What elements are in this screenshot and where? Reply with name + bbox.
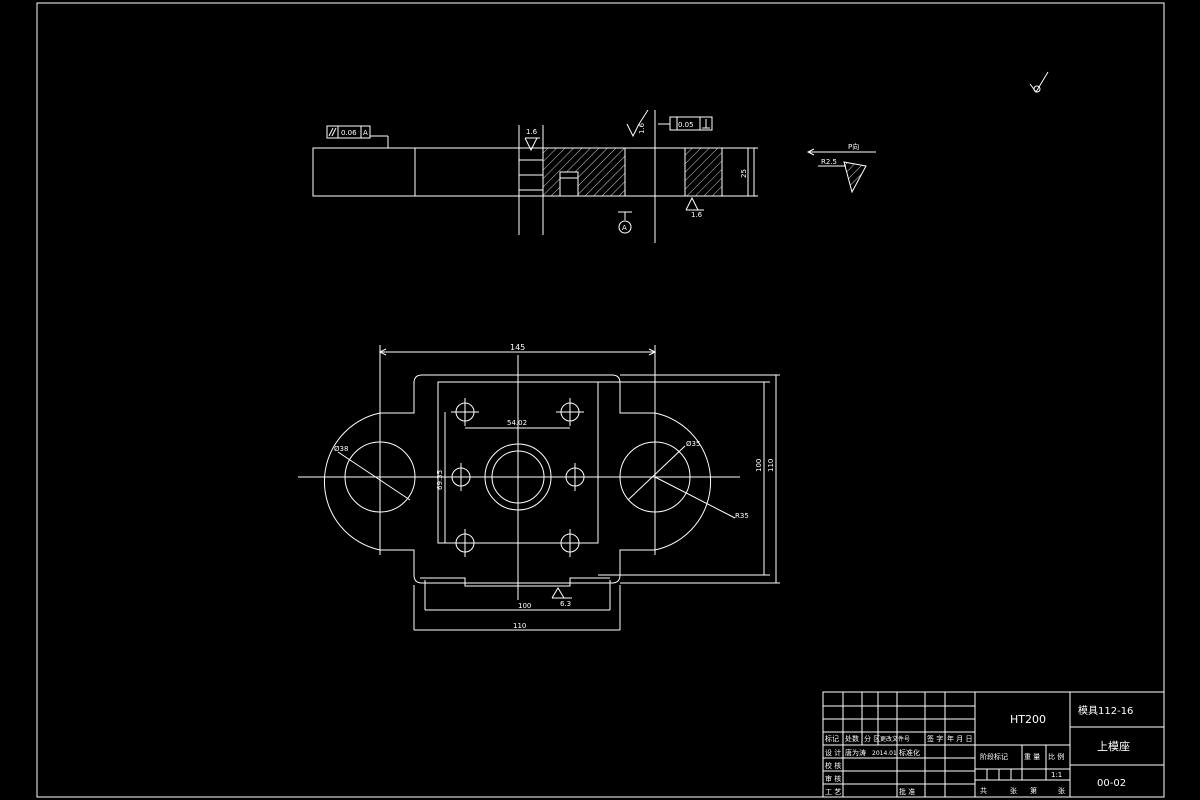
roughness-3-label: 6.3 [560,600,571,608]
dim-dia35-label: Ø35 [686,440,700,448]
tb-sheets-page: 第 [1030,786,1037,795]
dim-100-label: 100 [518,602,531,610]
tb-material: HT200 [1010,713,1046,726]
tb-header-sign: 签 字 [927,734,943,743]
tb-stage-marks: 阶段标记 [980,752,1008,761]
tb-check-label: 校 核 [825,761,841,770]
gdt-parallel-frame: 0.06 A [326,125,371,139]
roughness-1-label: 1.6 [526,128,538,136]
section-view [312,109,758,243]
roughness-4-label: 1.6 [691,211,703,219]
tb-sheets-total: 共 [980,786,987,795]
tb-approve-label: 批 准 [899,787,915,796]
tb-sheets-unit1: 张 [1010,786,1017,795]
gdt-parallel-datum: A [363,129,368,137]
tb-design-label: 设 计 [825,748,841,757]
detail-p-view [806,148,876,194]
dim-145-label: 145 [510,343,525,352]
tb-sheets-unit2: 张 [1058,786,1065,795]
tb-designer-name: 唐为涛 [845,748,866,757]
gdt-parallel-value: 0.06 [341,129,357,137]
tb-audit-label: 审 核 [825,774,841,783]
tb-design-date: 2014.01 [872,750,897,757]
thickness-dim-label: 25 [740,169,748,178]
tb-part-name: 上模座 [1097,739,1130,753]
tb-header-date: 年 月 日 [947,734,972,743]
tb-header-mark: 标记 [825,734,839,743]
plan-view [298,345,780,631]
detail-radius-label: R2.5 [821,158,837,166]
tb-header-file: 更改文件号 [880,735,910,743]
dim-110v-label: 110 [767,459,775,472]
dim-r35-label: R35 [735,512,749,520]
dim-6935-label: 69.35 [436,470,444,490]
tb-scale: 1:1 [1051,771,1062,779]
tb-ratio: 比 例 [1048,752,1064,761]
tb-part-code: 00-02 [1097,778,1126,789]
tb-header-zone: 分 区 [864,734,880,743]
gdt-perp-frame: 0.05 [658,116,713,131]
tb-drawing-no: 模具112-16 [1078,705,1133,717]
dim-100v-label: 100 [755,459,763,472]
datum-a-label: A [622,224,627,232]
tb-header-count: 处数 [845,734,859,743]
drawing-border [36,2,1165,798]
tb-standard-label: 标准化 [899,748,920,757]
gdt-perp-value: 0.05 [678,121,694,129]
detail-p-label: P向 [848,142,859,151]
tb-weight: 重 量 [1024,753,1040,761]
dim-5402-label: 54.02 [507,419,527,427]
tb-process-label: 工 艺 [825,788,841,796]
dim-dia38-label: Ø38 [334,445,348,453]
title-block [822,691,1165,798]
roughness-2-label: 1.6 [638,122,646,134]
dim-110-label: 110 [513,622,526,630]
general-roughness-symbol [1029,71,1049,93]
